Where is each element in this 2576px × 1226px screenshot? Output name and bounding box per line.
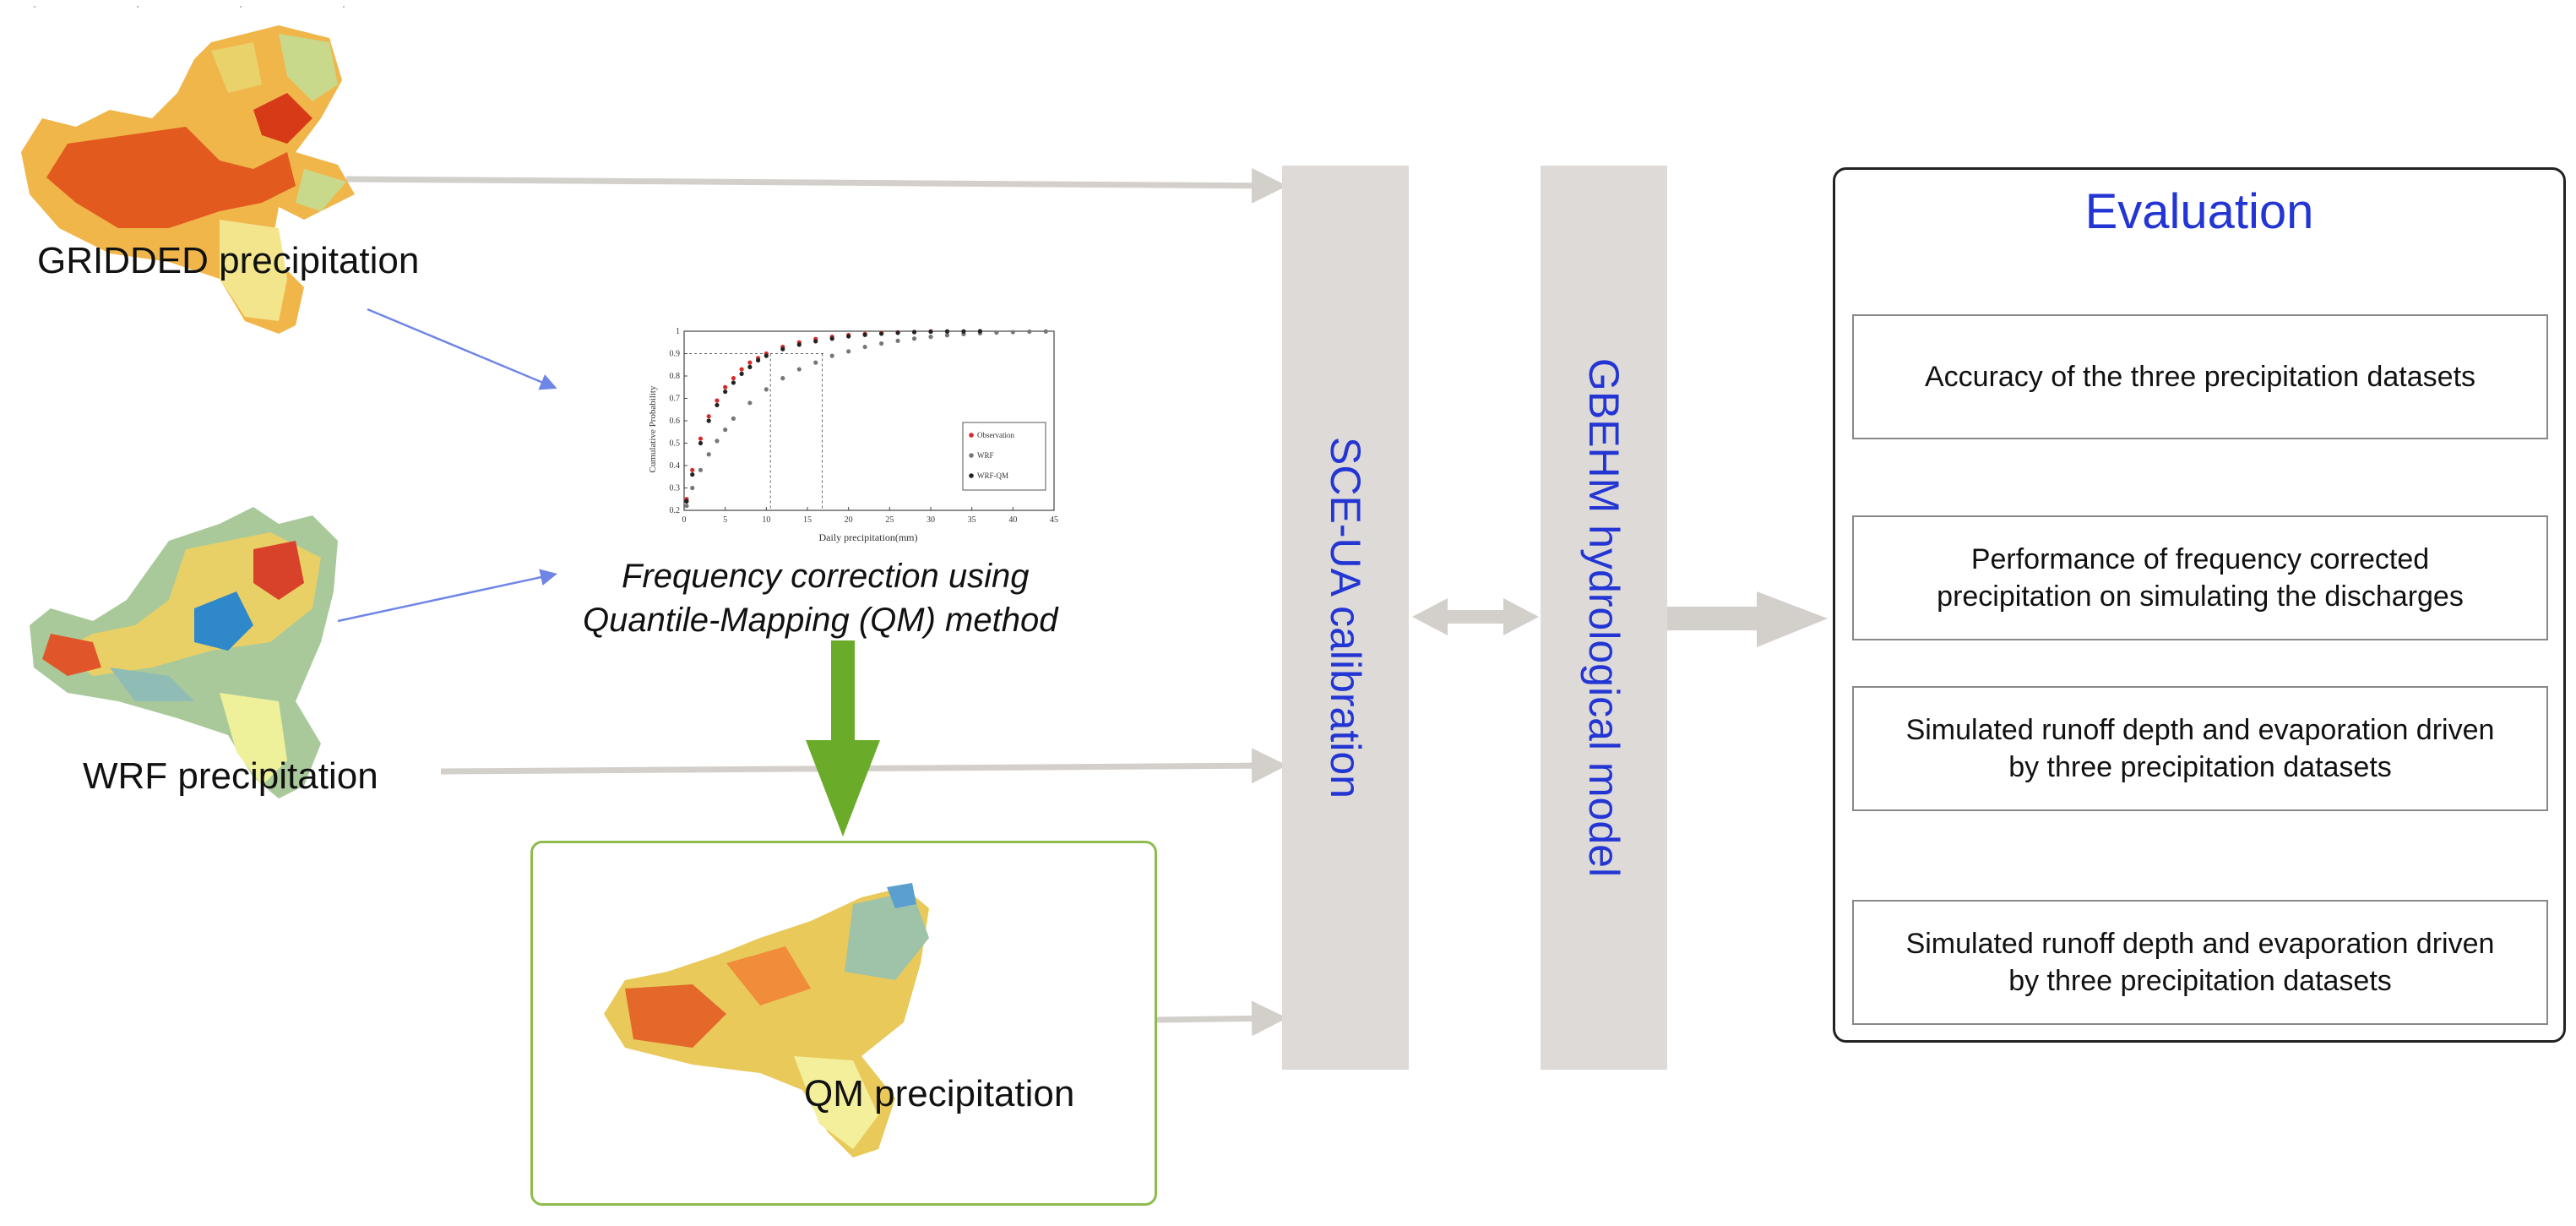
evaluation-panel: Evaluation Accuracy of the three precipi… — [1833, 167, 2566, 1043]
model-bar: GBEHM hydrological model — [1541, 166, 1667, 1070]
evaluation-item-runoff-2: Simulated runoff depth and evaporation d… — [1852, 900, 2548, 1025]
evaluation-item-performance: Performance of frequency corrected preci… — [1852, 515, 2548, 640]
correction-caption-line1: Frequency correction using — [622, 558, 1030, 595]
qm-result-frame — [530, 841, 1157, 1206]
qm-precipitation-label: QM precipitation — [804, 1073, 1075, 1114]
green-arrow-head — [806, 740, 880, 836]
green-arrow-shaft — [831, 640, 855, 740]
gridded-precipitation-label: GRIDDED precipitation — [37, 240, 420, 281]
wrf-precipitation-label: WRF precipitation — [83, 755, 378, 797]
evaluation-title: Evaluation — [2084, 184, 2314, 239]
calibration-label: SCE-UA calibration — [1322, 437, 1369, 798]
correction-caption-line2: Quantile-Mapping (QM) method — [583, 602, 1058, 639]
evaluation-item-runoff-1: Simulated runoff depth and evaporation d… — [1852, 686, 2548, 811]
gridded-to-calibration-arrow — [345, 167, 1287, 204]
double-arrow — [1412, 598, 1539, 635]
gridded-to-correction-arrow — [367, 308, 557, 390]
model-to-evaluation-arrow — [1666, 591, 1828, 647]
model-label: GBEHM hydrological model — [1580, 357, 1628, 878]
calibration-bar: SCE-UA calibration — [1282, 166, 1409, 1070]
wrf-to-correction-arrow — [337, 569, 557, 623]
qm-to-calibration-arrow — [1156, 1000, 1287, 1037]
evaluation-item-accuracy: Accuracy of the three precipitation data… — [1852, 314, 2548, 439]
